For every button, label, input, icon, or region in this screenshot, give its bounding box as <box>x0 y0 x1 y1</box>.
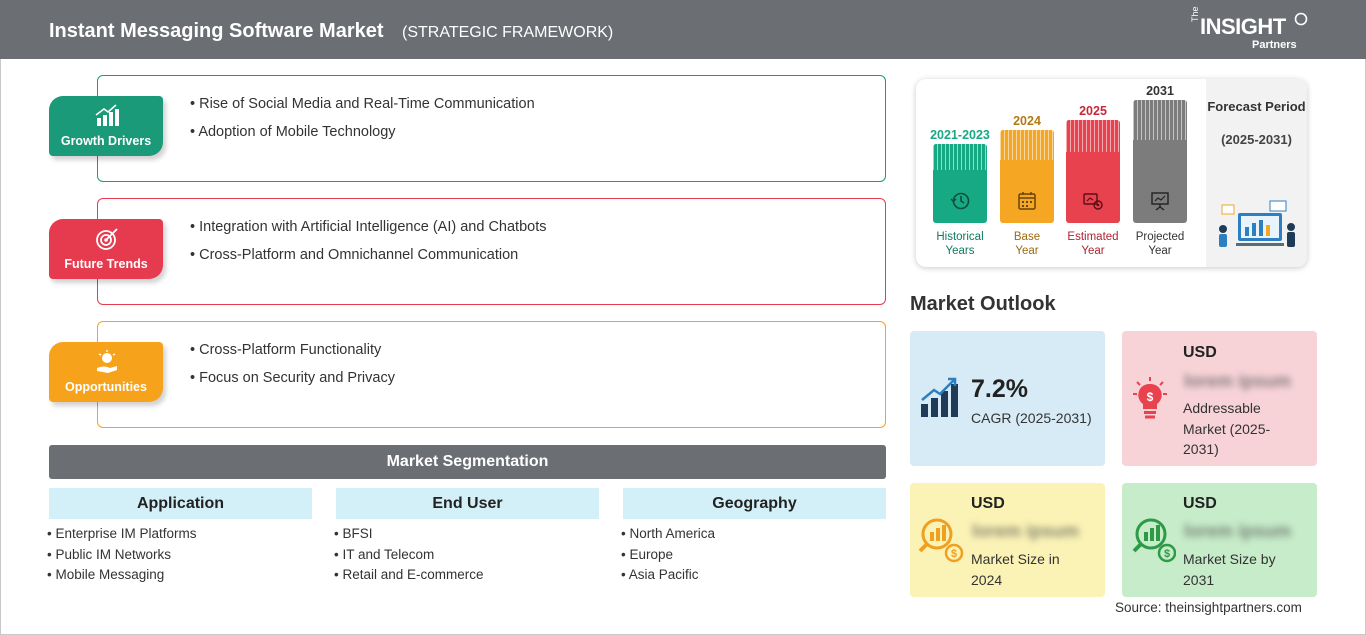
growth-drivers-badge: Growth Drivers <box>49 96 163 156</box>
logo-main-text: INSIGHT <box>1200 14 1286 39</box>
logo-partners-text: Partners <box>1252 39 1297 51</box>
list-item: • Europe <box>621 546 674 562</box>
growth-drivers-list: • Rise of Social Media and Real-Time Com… <box>190 96 535 152</box>
list-item: • Cross-Platform Functionality <box>190 342 382 358</box>
size-2031-usd: USD <box>1183 495 1217 512</box>
history-clock-icon <box>950 192 970 210</box>
market-outlook-title: Market Outlook <box>910 293 1056 315</box>
list-item: • Adoption of Mobile Technology <box>190 124 396 140</box>
list-item: • IT and Telecom <box>334 546 435 562</box>
opportunities-box: • Cross-Platform Functionality • Focus o… <box>97 321 886 428</box>
addressable-blurred-value: lorem ipsum <box>1184 371 1292 391</box>
opportunities-label: Opportunities <box>65 380 147 394</box>
growth-chart-icon <box>95 104 119 126</box>
list-item: • Public IM Networks <box>47 546 172 562</box>
header-bar: Instant Messaging Software Market (STRAT… <box>0 0 1366 59</box>
timeline-year-projected: 2031 <box>1146 84 1174 98</box>
timeline-year-base: 2024 <box>1013 114 1041 128</box>
opportunities-badge: Opportunities <box>49 342 163 402</box>
svg-text:$: $ <box>1147 390 1154 404</box>
future-trends-badge: Future Trends <box>49 219 163 279</box>
calendar-icon <box>1018 192 1036 210</box>
addressable-usd: USD <box>1183 344 1217 361</box>
list-item: • North America <box>621 526 716 541</box>
forecast-period-title: Forecast Period <box>1207 99 1306 114</box>
future-trends-box: • Integration with Artificial Intelligen… <box>97 198 886 305</box>
segment-heading-application: Application <box>49 488 312 519</box>
list-item: • Enterprise IM Platforms <box>47 526 197 541</box>
forecast-period-range: (2025-2031) <box>1221 132 1292 147</box>
cagr-card: 7.2% CAGR (2025-2031) <box>910 331 1105 466</box>
timeline-year-estimated: 2025 <box>1079 104 1107 118</box>
timeline-bar-historical <box>933 144 987 223</box>
list-item: • Retail and E-commerce <box>334 567 484 582</box>
list-item: • Mobile Messaging <box>47 567 165 582</box>
segment-heading-geography: Geography <box>623 488 886 519</box>
source-link[interactable]: Source: theinsightpartners.com <box>1115 600 1302 615</box>
list-item: • Focus on Security and Privacy <box>190 370 395 386</box>
size-2031-blurred-value: lorem ipsum <box>1184 521 1292 541</box>
presentation-board-icon <box>1151 192 1169 211</box>
size-2024-blurred-value: lorem ipsum <box>972 521 1080 541</box>
list-item: • Rise of Social Media and Real-Time Com… <box>190 96 535 112</box>
market-size-2024-card: $ USD lorem ipsum Market Size in 2024 <box>910 483 1105 597</box>
insight-partners-logo[interactable]: The INSIGHT Partners <box>1190 6 1310 54</box>
analyst-workstation-icon <box>1219 200 1295 247</box>
timeline-bar-projected <box>1133 100 1187 223</box>
addressable-label: Addressable Market (2025- 2031) <box>1183 400 1271 457</box>
timeline-bar-estimated <box>1066 120 1120 223</box>
list-item: • Cross-Platform and Omnichannel Communi… <box>190 247 519 263</box>
cagr-label: CAGR (2025-2031) <box>971 410 1092 426</box>
estimate-gears-icon <box>1083 193 1103 210</box>
magnifier-chart-icon: $ <box>1132 518 1176 563</box>
segmentation-header: Market Segmentation <box>49 445 886 479</box>
list-item: • Asia Pacific <box>621 567 699 582</box>
market-size-2031-card: $ USD lorem ipsum Market Size by 2031 <box>1122 483 1317 597</box>
timeline-panel: Forecast Period (2025-2031) <box>916 79 1307 267</box>
opportunities-list: • Cross-Platform Functionality • Focus o… <box>190 342 395 398</box>
growth-drivers-label: Growth Drivers <box>60 134 152 148</box>
growth-bars-icon <box>921 377 958 417</box>
list-item: • Integration with Artificial Intelligen… <box>190 219 547 235</box>
size-2024-usd: USD <box>971 495 1005 512</box>
future-trends-list: • Integration with Artificial Intelligen… <box>190 219 547 275</box>
list-item: • BFSI <box>334 526 373 541</box>
logo-swoosh-icon <box>1294 12 1308 26</box>
lightbulb-hand-icon <box>97 350 117 373</box>
future-trends-label: Future Trends <box>64 257 148 271</box>
size-2031-label: Market Size by 2031 <box>1183 551 1276 588</box>
magnifier-coins-icon: $ <box>918 518 964 563</box>
logo-the-text: The <box>1190 6 1200 22</box>
cagr-value: 7.2% <box>971 375 1028 403</box>
growth-drivers-box: • Rise of Social Media and Real-Time Com… <box>97 75 886 182</box>
svg-text:$: $ <box>951 548 957 560</box>
segment-heading-end-user: End User <box>336 488 599 519</box>
size-2024-label: Market Size in 2024 <box>971 551 1060 588</box>
addressable-market-card: $ USD lorem ipsum Addressable Market (20… <box>1122 331 1317 466</box>
segment-list-application: • Enterprise IM Platforms • Public IM Ne… <box>47 526 197 588</box>
segment-list-end-user: • BFSI • IT and Telecom • Retail and E-c… <box>334 526 484 588</box>
timeline-bar-base <box>1000 130 1054 223</box>
dollar-bulb-icon: $ <box>1133 377 1167 419</box>
timeline-year-historical: 2021-2023 <box>930 128 990 142</box>
page-title: Instant Messaging Software Market <box>49 20 384 42</box>
target-icon <box>96 228 118 250</box>
page-subtitle: (STRATEGIC FRAMEWORK) <box>402 24 614 41</box>
segment-list-geography: • North America • Europe • Asia Pacific <box>621 526 715 588</box>
svg-text:$: $ <box>1164 548 1170 560</box>
